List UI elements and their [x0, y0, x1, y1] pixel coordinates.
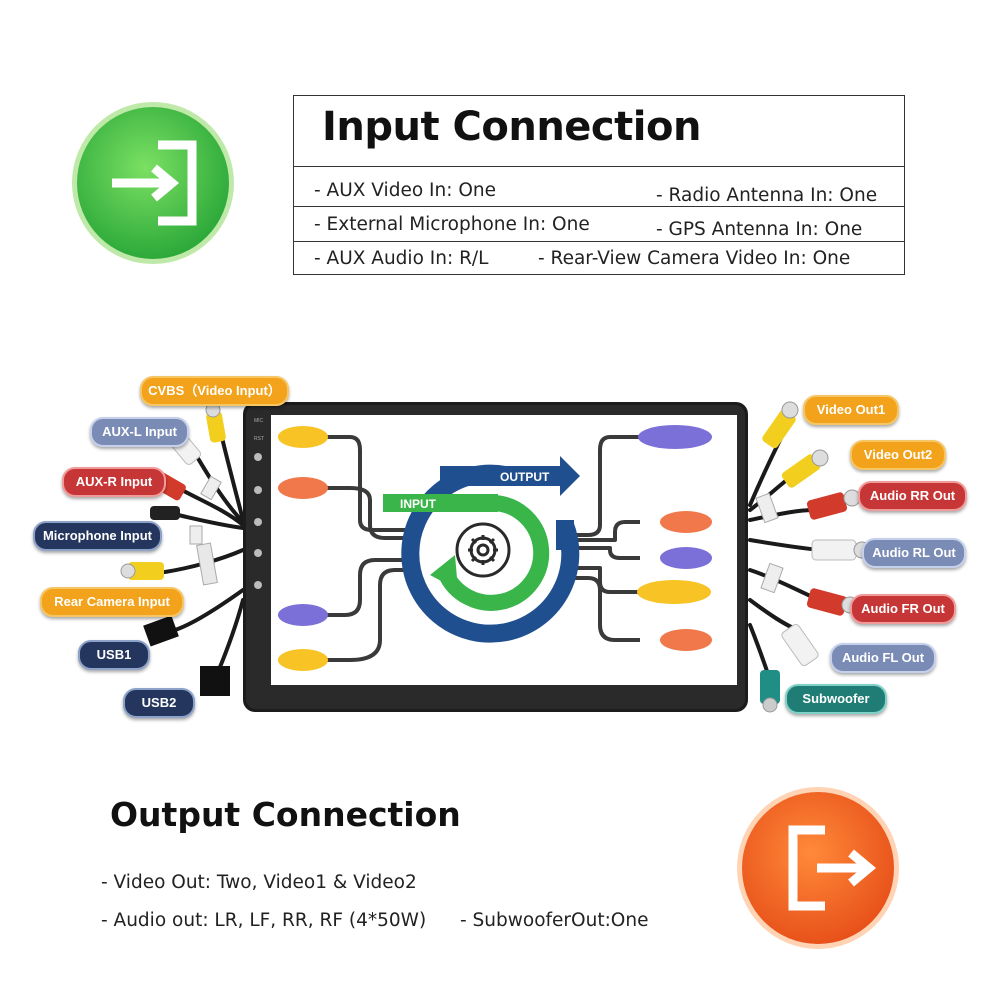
pill-orange	[660, 511, 712, 533]
spec-subwoofer-out: - SubwooferOut:One	[460, 910, 649, 931]
spec-aux-video: - AUX Video In: One	[314, 180, 496, 201]
volume-down-icon	[254, 581, 262, 589]
power-icon	[254, 453, 262, 461]
back-icon	[254, 518, 262, 526]
flow-graphic	[383, 456, 580, 643]
left-plugs	[120, 402, 230, 696]
spec-radio-antenna: - Radio Antenna In: One	[656, 185, 878, 206]
pill-purple	[278, 604, 328, 626]
flow-output-label: OUTPUT	[500, 470, 550, 484]
home-icon	[254, 486, 262, 494]
pill-orange	[278, 477, 328, 499]
mic-label: MIC	[254, 418, 264, 424]
side-buttons	[254, 453, 262, 589]
rst-label: RST	[254, 436, 264, 442]
exit-arrow-icon	[737, 787, 899, 949]
pill-yellow	[278, 426, 328, 448]
output-arrow-icon	[560, 456, 580, 496]
tag-video-out2: Video Out2	[850, 440, 946, 470]
spec-rear-camera: - Rear-View Camera Video In: One	[538, 248, 851, 269]
tag-audio-fr-out: Audio FR Out	[850, 594, 956, 624]
gear-icon	[468, 535, 498, 565]
pill-yellow	[278, 649, 328, 671]
spec-video-out: - Video Out: Two, Video1 & Video2	[101, 872, 417, 893]
pill-yellow	[637, 580, 711, 604]
tag-usb1: USB1	[78, 640, 150, 670]
tag-aux-r-input: AUX-R Input	[62, 467, 166, 497]
input-arrow-icon	[430, 555, 458, 590]
pill-purple	[660, 547, 712, 569]
input-connection-box: Input Connection - AUX Video In: One - R…	[293, 95, 905, 275]
tag-microphone-input: Microphone Input	[33, 521, 162, 551]
tag-audio-rr-out: Audio RR Out	[858, 481, 967, 511]
pill-orange	[660, 629, 712, 651]
divider	[294, 206, 904, 207]
tag-usb2: USB2	[123, 688, 195, 718]
spec-gps-antenna: - GPS Antenna In: One	[656, 219, 863, 240]
divider	[294, 241, 904, 242]
volume-up-icon	[254, 549, 262, 557]
tag-audio-fl-out: Audio FL Out	[830, 643, 936, 673]
tag-subwoofer: Subwoofer	[785, 684, 887, 714]
input-connection-title: Input Connection	[322, 104, 701, 150]
flow-input-label: INPUT	[400, 497, 437, 511]
input-icon	[70, 100, 236, 266]
tag-rear-camera-input: Rear Camera Input	[40, 587, 184, 617]
output-connection-title: Output Connection	[110, 795, 461, 834]
spec-external-microphone: - External Microphone In: One	[314, 214, 590, 235]
output-icon	[735, 785, 901, 951]
spec-aux-audio: - AUX Audio In: R/L	[314, 248, 489, 269]
pill-purple	[638, 425, 712, 449]
tag-video-out1: Video Out1	[803, 395, 899, 425]
tag-cvbs-video-input: CVBS（Video Input）	[140, 376, 289, 406]
divider	[294, 166, 904, 167]
screen-wires	[325, 435, 640, 662]
enter-arrow-icon	[72, 102, 234, 264]
tag-audio-rl-out: Audio RL Out	[862, 538, 966, 568]
tag-aux-l-input: AUX-L Input	[90, 417, 189, 447]
spec-audio-out: - Audio out: LR, LF, RR, RF (4*50W)	[101, 910, 427, 931]
